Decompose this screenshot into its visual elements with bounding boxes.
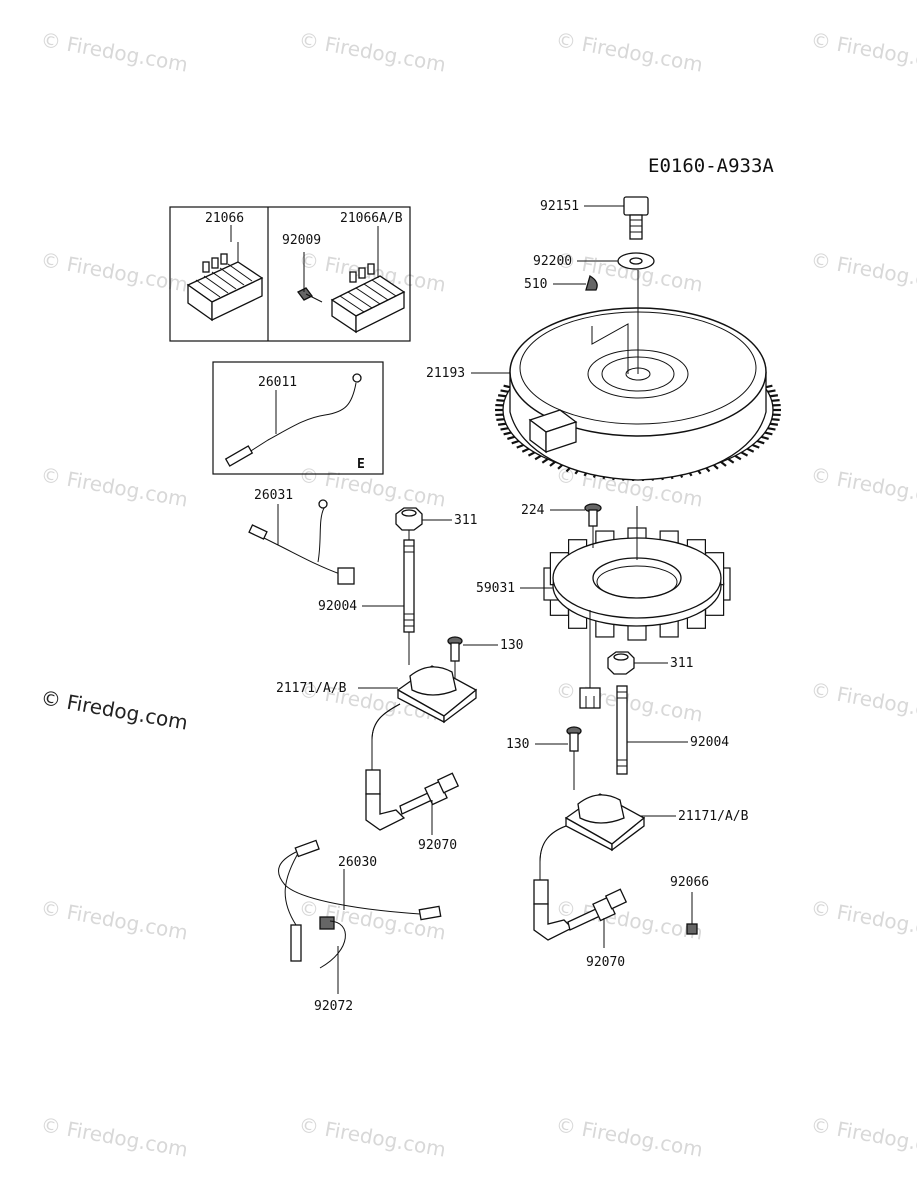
part-number: 92004	[690, 735, 729, 750]
bolt-130-right-icon	[566, 726, 582, 790]
nut-311-right-icon	[607, 651, 635, 675]
part-number: 130	[500, 638, 523, 653]
key-510-icon	[585, 275, 598, 291]
part-number: 92066	[670, 875, 709, 890]
part-number: 92070	[586, 955, 625, 970]
box-letter: E	[357, 457, 365, 472]
stud-92004-right-icon	[616, 685, 628, 775]
diagram-code: E0160-A933A	[648, 155, 774, 177]
part-number: 510	[524, 277, 547, 292]
part-number: 92072	[314, 999, 353, 1014]
lead-wire-box: E	[212, 361, 384, 475]
regulator-21066-icon	[186, 242, 264, 322]
wire-harness-26031-icon	[248, 499, 355, 585]
washer-92200-icon	[617, 252, 655, 270]
part-number: 130	[506, 737, 529, 752]
part-number: 92004	[318, 599, 357, 614]
nut-92066-icon	[686, 892, 698, 935]
part-number: 21193	[426, 366, 465, 381]
part-number: 21066A/B	[340, 211, 403, 226]
spark-plug-right-icon	[567, 888, 628, 948]
part-number: 59031	[476, 581, 515, 596]
part-number: 92200	[533, 254, 572, 269]
screw-92009-icon	[297, 252, 323, 303]
part-number: 92009	[282, 233, 321, 248]
part-number: 224	[521, 503, 545, 518]
stator-59031-icon	[543, 506, 731, 709]
ignition-coil-left-icon	[365, 665, 478, 831]
callouts: 21066 92009 21066A/B 92151 92200 510 211…	[205, 199, 749, 1014]
part-number: 26031	[254, 488, 293, 503]
screw-224-icon	[584, 503, 602, 548]
nut-311-left-icon	[395, 507, 423, 540]
lead-92072-icon	[319, 916, 346, 994]
part-number: 311	[454, 513, 477, 528]
part-number: 311	[670, 656, 693, 671]
part-number: 92151	[540, 199, 579, 214]
bolt-130-left-icon	[447, 636, 463, 680]
part-number: 26011	[258, 375, 297, 390]
part-number: 21066	[205, 211, 244, 226]
part-number: 21171/A/B	[678, 809, 749, 824]
flywheel-21193-icon	[495, 270, 781, 482]
spark-plug-left-icon	[399, 772, 460, 835]
part-number: 26030	[338, 855, 377, 870]
regulator-21066ab-icon	[330, 226, 406, 334]
part-number: 92070	[418, 838, 457, 853]
regulator-box	[169, 206, 411, 342]
bolt-92151-icon	[623, 196, 649, 240]
stud-92004-left-icon	[403, 539, 415, 665]
lead-wire-26011-icon	[224, 373, 362, 467]
part-number: 21171/A/B	[276, 681, 347, 696]
wire-harness-26030-icon	[278, 839, 442, 962]
